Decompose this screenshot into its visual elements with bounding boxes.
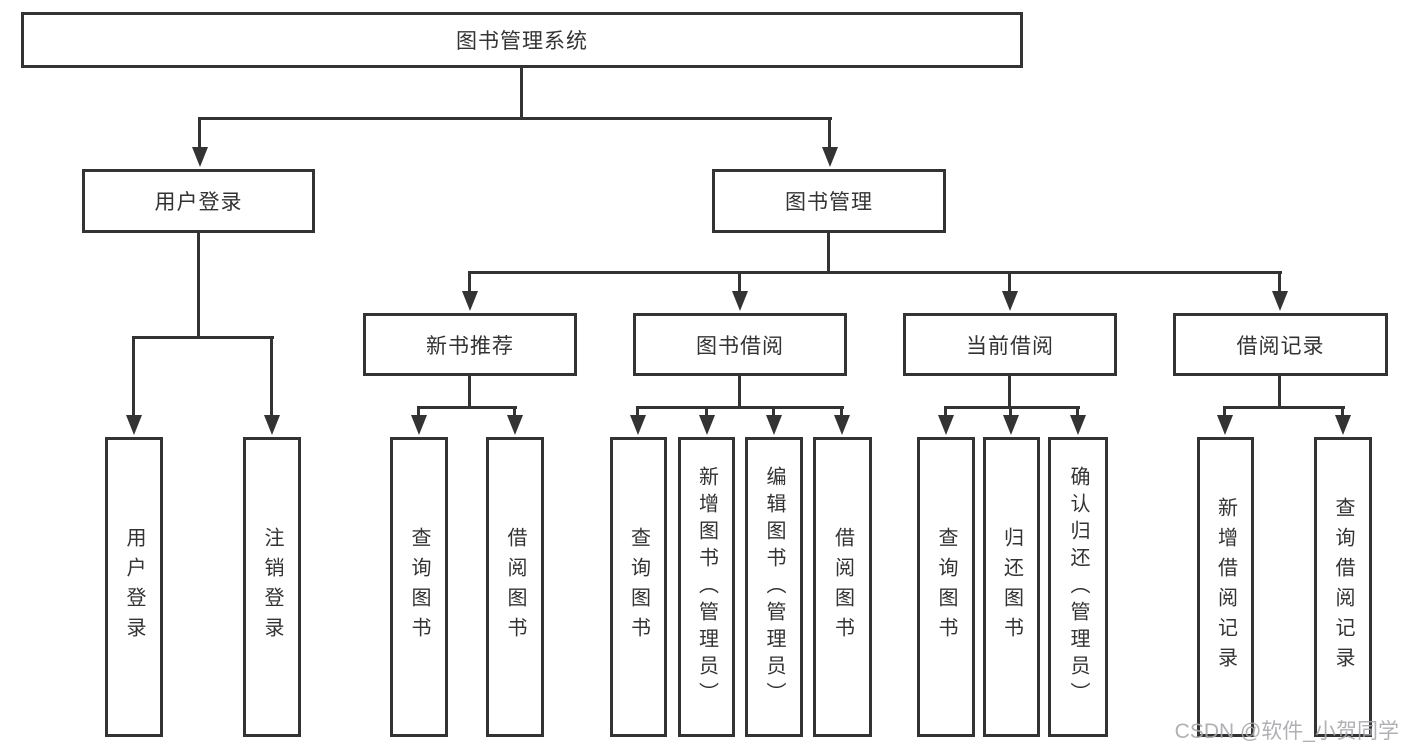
- arrowhead-new-books: [462, 291, 478, 311]
- node-current-borrow-label: 当前借阅: [966, 334, 1054, 358]
- connector-book-mgmt-stem: [827, 233, 830, 274]
- node-leaf-nb-borrow-book: 借阅图书: [486, 437, 544, 737]
- arrowhead-book-borrow: [732, 291, 748, 311]
- node-book-mgmt: 图书管理: [712, 169, 946, 233]
- arrowhead-bb-add: [699, 415, 715, 435]
- connector-root-stem: [520, 68, 523, 120]
- connector-drop-new-books: [468, 271, 471, 294]
- node-current-borrow: 当前借阅: [903, 313, 1117, 376]
- connector-current-borrow-bar: [944, 406, 1080, 409]
- node-leaf-br-query-record-label: 查询借阅记录: [1332, 497, 1354, 677]
- node-leaf-bb-borrow-book: 借阅图书: [813, 437, 872, 737]
- node-root: 图书管理系统: [21, 12, 1023, 68]
- connector-drop-book-mgmt: [828, 117, 831, 150]
- arrowhead-bb-borrow: [834, 415, 850, 435]
- node-leaf-cb-return-book: 归还图书: [983, 437, 1040, 737]
- connector-current-borrow-stem: [1008, 376, 1011, 409]
- node-leaf-logout: 注销登录: [243, 437, 301, 737]
- node-leaf-bb-edit-book-admin-label: 编辑图书（管理员）: [763, 465, 785, 709]
- node-leaf-nb-borrow-book-label: 借阅图书: [504, 527, 526, 647]
- arrowhead-nb-borrow: [507, 415, 523, 435]
- node-leaf-bb-add-book-admin-label: 新增图书（管理员）: [695, 465, 718, 709]
- node-user-login: 用户登录: [82, 169, 315, 233]
- connector-user-login-stem: [197, 233, 200, 337]
- csdn-watermark: CSDN @软件_小贺同学: [1174, 720, 1399, 743]
- connector-drop-cb-confirm: [1076, 406, 1079, 418]
- node-book-mgmt-label: 图书管理: [785, 191, 873, 214]
- node-new-books: 新书推荐: [363, 313, 577, 376]
- node-leaf-user-login-label: 用户登录: [123, 527, 145, 647]
- arrowhead-br-add: [1217, 415, 1233, 435]
- connector-drop-ul-login: [132, 336, 135, 416]
- connector-drop-bb-query: [636, 406, 639, 418]
- connector-drop-current-borrow: [1008, 271, 1011, 294]
- connector-drop-nb-borrow: [513, 406, 516, 418]
- node-root-label: 图书管理系统: [456, 30, 588, 53]
- connector-level2-bar: [468, 271, 1282, 274]
- arrowhead-ul-logout: [264, 415, 280, 435]
- connector-book-borrow-stem: [738, 376, 741, 409]
- arrowhead-cb-confirm: [1070, 415, 1086, 435]
- connector-drop-bb-borrow: [840, 406, 843, 418]
- connector-drop-ul-logout: [270, 336, 273, 416]
- node-borrow-records-label: 借阅记录: [1236, 334, 1325, 358]
- connector-drop-borrow-records: [1278, 271, 1281, 294]
- node-leaf-bb-query-book: 查询图书: [610, 437, 667, 737]
- connector-borrow-records-stem: [1278, 376, 1281, 409]
- connector-drop-cb-return: [1009, 406, 1012, 418]
- node-leaf-cb-return-book-label: 归还图书: [1000, 527, 1023, 647]
- node-leaf-br-add-record-label: 新增借阅记录: [1214, 497, 1237, 677]
- node-leaf-user-login: 用户登录: [105, 437, 163, 737]
- arrowhead-user-login: [192, 147, 208, 167]
- connector-new-books-bar: [417, 406, 517, 409]
- connector-drop-book-borrow: [738, 271, 741, 294]
- node-leaf-nb-query-book-label: 查询图书: [408, 527, 430, 647]
- node-new-books-label: 新书推荐: [426, 334, 514, 358]
- arrowhead-cb-return: [1003, 415, 1019, 435]
- arrowhead-nb-query: [411, 415, 427, 435]
- connector-level1-bar: [199, 117, 832, 120]
- connector-drop-user-login: [198, 117, 201, 150]
- node-leaf-bb-borrow-book-label: 借阅图书: [831, 527, 854, 647]
- connector-drop-cb-query: [944, 406, 947, 418]
- node-leaf-bb-edit-book-admin: 编辑图书（管理员）: [745, 437, 803, 737]
- node-user-login-label: 用户登录: [154, 191, 243, 214]
- arrowhead-ul-login: [126, 415, 142, 435]
- arrowhead-br-query: [1335, 415, 1351, 435]
- arrowhead-bb-edit: [766, 415, 782, 435]
- arrowhead-borrow-records: [1272, 291, 1288, 311]
- connector-drop-nb-query: [417, 406, 420, 418]
- node-leaf-cb-confirm-return-admin: 确认归还（管理员）: [1048, 437, 1108, 737]
- node-leaf-br-query-record: 查询借阅记录: [1314, 437, 1372, 737]
- connector-book-borrow-bar: [636, 406, 844, 409]
- node-leaf-bb-add-book-admin: 新增图书（管理员）: [678, 437, 735, 737]
- arrowhead-bb-query: [630, 415, 646, 435]
- node-leaf-bb-query-book-label: 查询图书: [627, 527, 650, 647]
- connector-drop-bb-edit: [772, 406, 775, 418]
- connector-drop-br-query: [1341, 406, 1344, 418]
- node-leaf-cb-confirm-return-admin-label: 确认归还（管理员）: [1067, 465, 1089, 709]
- node-leaf-nb-query-book: 查询图书: [390, 437, 448, 737]
- connector-new-books-stem: [468, 376, 471, 409]
- connector-drop-br-add: [1223, 406, 1226, 418]
- node-leaf-cb-query-book-label: 查询图书: [935, 527, 957, 647]
- node-borrow-records: 借阅记录: [1173, 313, 1388, 376]
- arrowhead-book-mgmt: [822, 147, 838, 167]
- node-book-borrow: 图书借阅: [633, 313, 847, 376]
- node-leaf-cb-query-book: 查询图书: [917, 437, 975, 737]
- arrowhead-current-borrow: [1002, 291, 1018, 311]
- connector-drop-bb-add: [705, 406, 708, 418]
- connector-borrow-records-bar: [1223, 406, 1345, 409]
- node-leaf-br-add-record: 新增借阅记录: [1197, 437, 1254, 737]
- node-leaf-logout-label: 注销登录: [261, 527, 283, 647]
- arrowhead-cb-query: [938, 415, 954, 435]
- node-book-borrow-label: 图书借阅: [696, 334, 784, 358]
- connector-user-login-bar: [132, 336, 274, 339]
